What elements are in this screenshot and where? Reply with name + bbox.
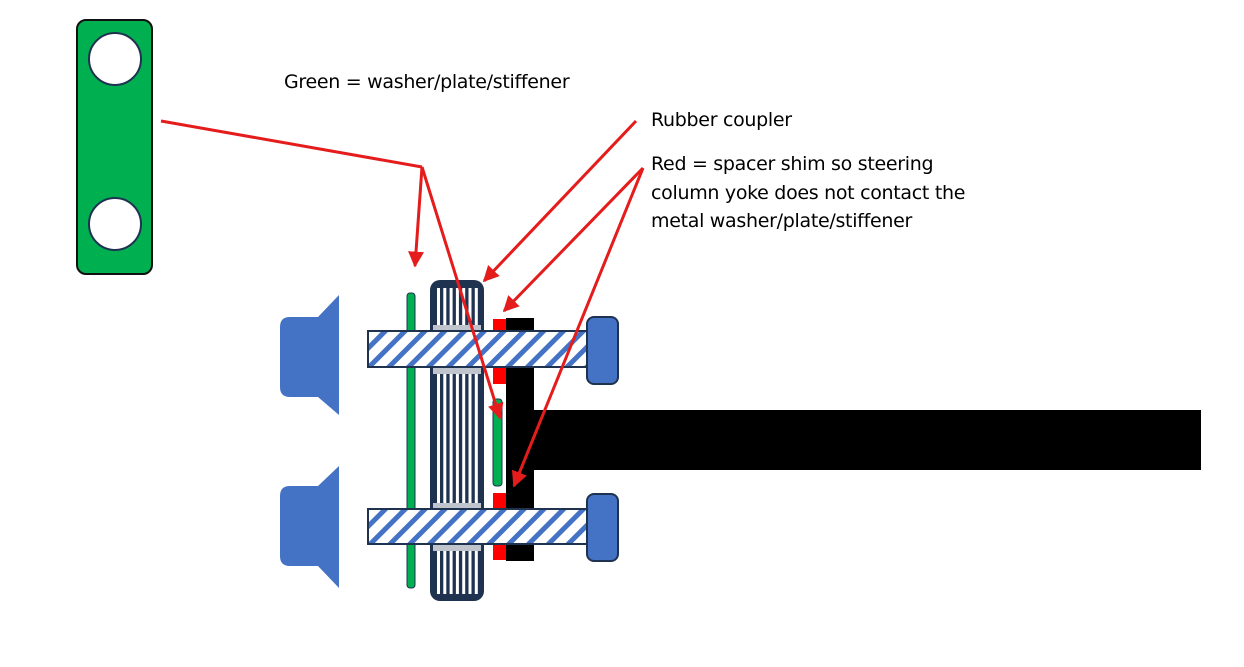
bolt-bottom xyxy=(367,493,619,562)
rubber-coupler-arrow xyxy=(482,119,638,283)
bushing-bottom-lower xyxy=(433,545,481,551)
bushing-bottom-upper xyxy=(433,503,481,509)
coupler-rib xyxy=(449,288,453,325)
green-arrow-left-washer xyxy=(408,166,424,268)
plate-hole-bottom xyxy=(88,197,142,251)
coupler-rib xyxy=(437,551,440,594)
bolt-head-bottom xyxy=(586,493,619,562)
spacer-shim-1 xyxy=(493,319,506,332)
left-flange-bottom xyxy=(280,466,339,588)
coupler-rib xyxy=(443,374,447,503)
coupler-rib xyxy=(437,374,440,503)
coupler-rib xyxy=(455,551,459,594)
coupler-rib xyxy=(462,551,466,594)
rubber-coupler xyxy=(430,280,484,601)
callout-arrows xyxy=(160,119,645,488)
rubber-coupler-label: Rubber coupler xyxy=(651,109,792,131)
coupler-rib xyxy=(462,374,466,503)
coupler-rib xyxy=(449,374,453,503)
steering-column-shaft xyxy=(506,410,1201,470)
bolt-head-top xyxy=(586,316,619,385)
spacer-shim-3 xyxy=(493,493,506,509)
coupler-rib xyxy=(449,551,453,594)
green-legend-label: Green = washer/plate/stiffener xyxy=(284,71,570,93)
coupler-rib xyxy=(443,551,447,594)
coupler-rib xyxy=(443,288,447,325)
coupler-rib xyxy=(474,288,478,325)
spacer-shim-4 xyxy=(493,544,506,560)
coupler-rib xyxy=(468,374,472,503)
red-shim-arrow-top xyxy=(502,166,645,313)
green-arrow-right-washer xyxy=(420,166,504,420)
coupler-rib xyxy=(474,551,478,594)
coupler-rib xyxy=(468,551,472,594)
coupler-rib xyxy=(437,288,440,325)
bushing-top-lower xyxy=(433,368,481,374)
coupler-rib xyxy=(462,288,466,325)
left-flange-top xyxy=(280,295,339,415)
spacer-shim-2 xyxy=(493,367,506,384)
green-washer-right xyxy=(492,398,503,487)
coupler-rib xyxy=(455,288,459,325)
red-legend-line-1: Red = spacer shim so steering xyxy=(651,153,934,175)
green-callout-line xyxy=(160,119,423,169)
coupler-rib xyxy=(468,288,472,325)
washer-plate-detail xyxy=(76,19,153,275)
red-legend-line-2: column yoke does not contact the xyxy=(651,181,966,204)
red-legend-label: Red = spacer shim so steering column yok… xyxy=(651,150,965,236)
coupler-rib xyxy=(474,374,478,503)
plate-hole-top xyxy=(88,32,142,86)
coupler-rib xyxy=(455,374,459,503)
red-legend-line-3: metal washer/plate/stiffener xyxy=(651,210,912,232)
bushing-top-upper xyxy=(433,325,481,331)
red-shim-arrow-bottom xyxy=(511,167,645,488)
